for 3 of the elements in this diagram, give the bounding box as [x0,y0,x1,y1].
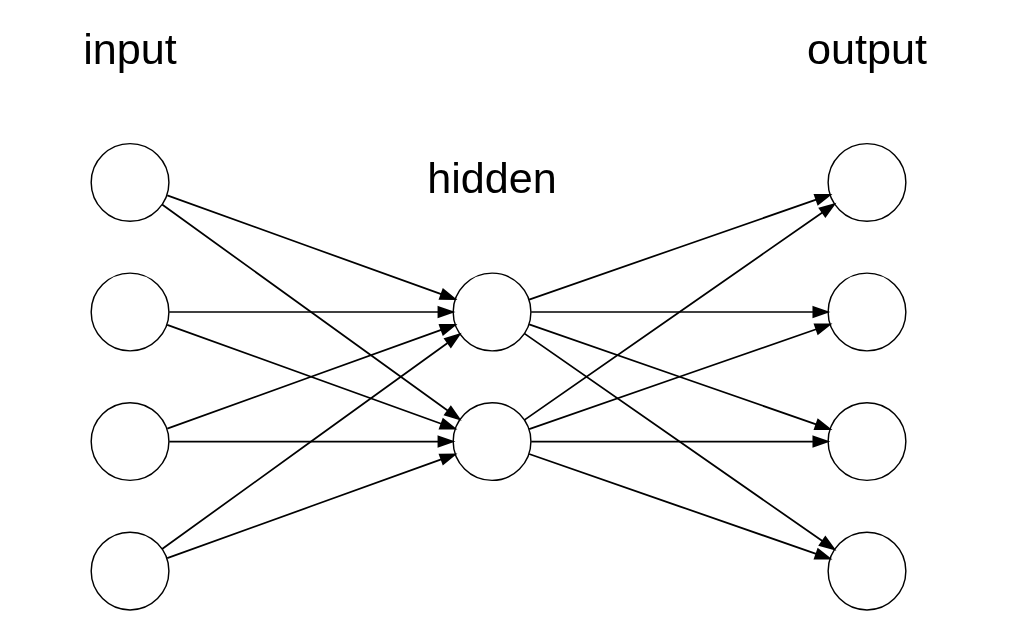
label: output [806,24,928,73]
label: hidden [427,154,557,203]
label: input [83,24,177,73]
